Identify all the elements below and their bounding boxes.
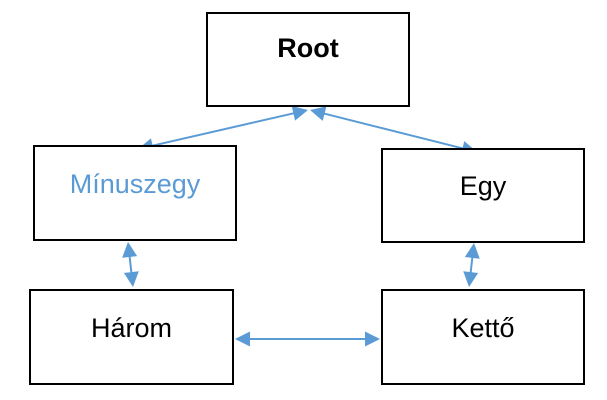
edge-line [149,111,297,148]
node-egy: Egy [381,148,585,243]
edge-minuszegy-harom [122,242,139,287]
node-ketto-label: Kettő [451,312,515,343]
node-minuszegy: Mínuszegy [33,145,237,241]
arrowhead [464,243,480,259]
arrowhead [291,106,308,121]
node-harom-label: Három [90,312,172,343]
edge-harom-ketto [235,331,380,347]
arrowhead [463,271,479,287]
arrowhead [123,271,139,287]
node-root: Root [206,12,410,107]
arrowhead [122,242,138,258]
edge-egy-ketto [463,243,480,287]
edge-line [321,111,466,151]
arrowhead [235,331,250,347]
arrowhead [365,331,380,347]
node-egy-label: Egy [459,171,507,201]
edge-line [128,253,133,276]
node-root-label: Root [277,33,339,63]
node-ketto: Kettő [381,289,585,385]
node-minuszegy-label: Mínuszegy [69,168,201,199]
node-harom: Három [29,289,234,385]
arrowhead [310,106,327,121]
edge-line [469,254,474,276]
